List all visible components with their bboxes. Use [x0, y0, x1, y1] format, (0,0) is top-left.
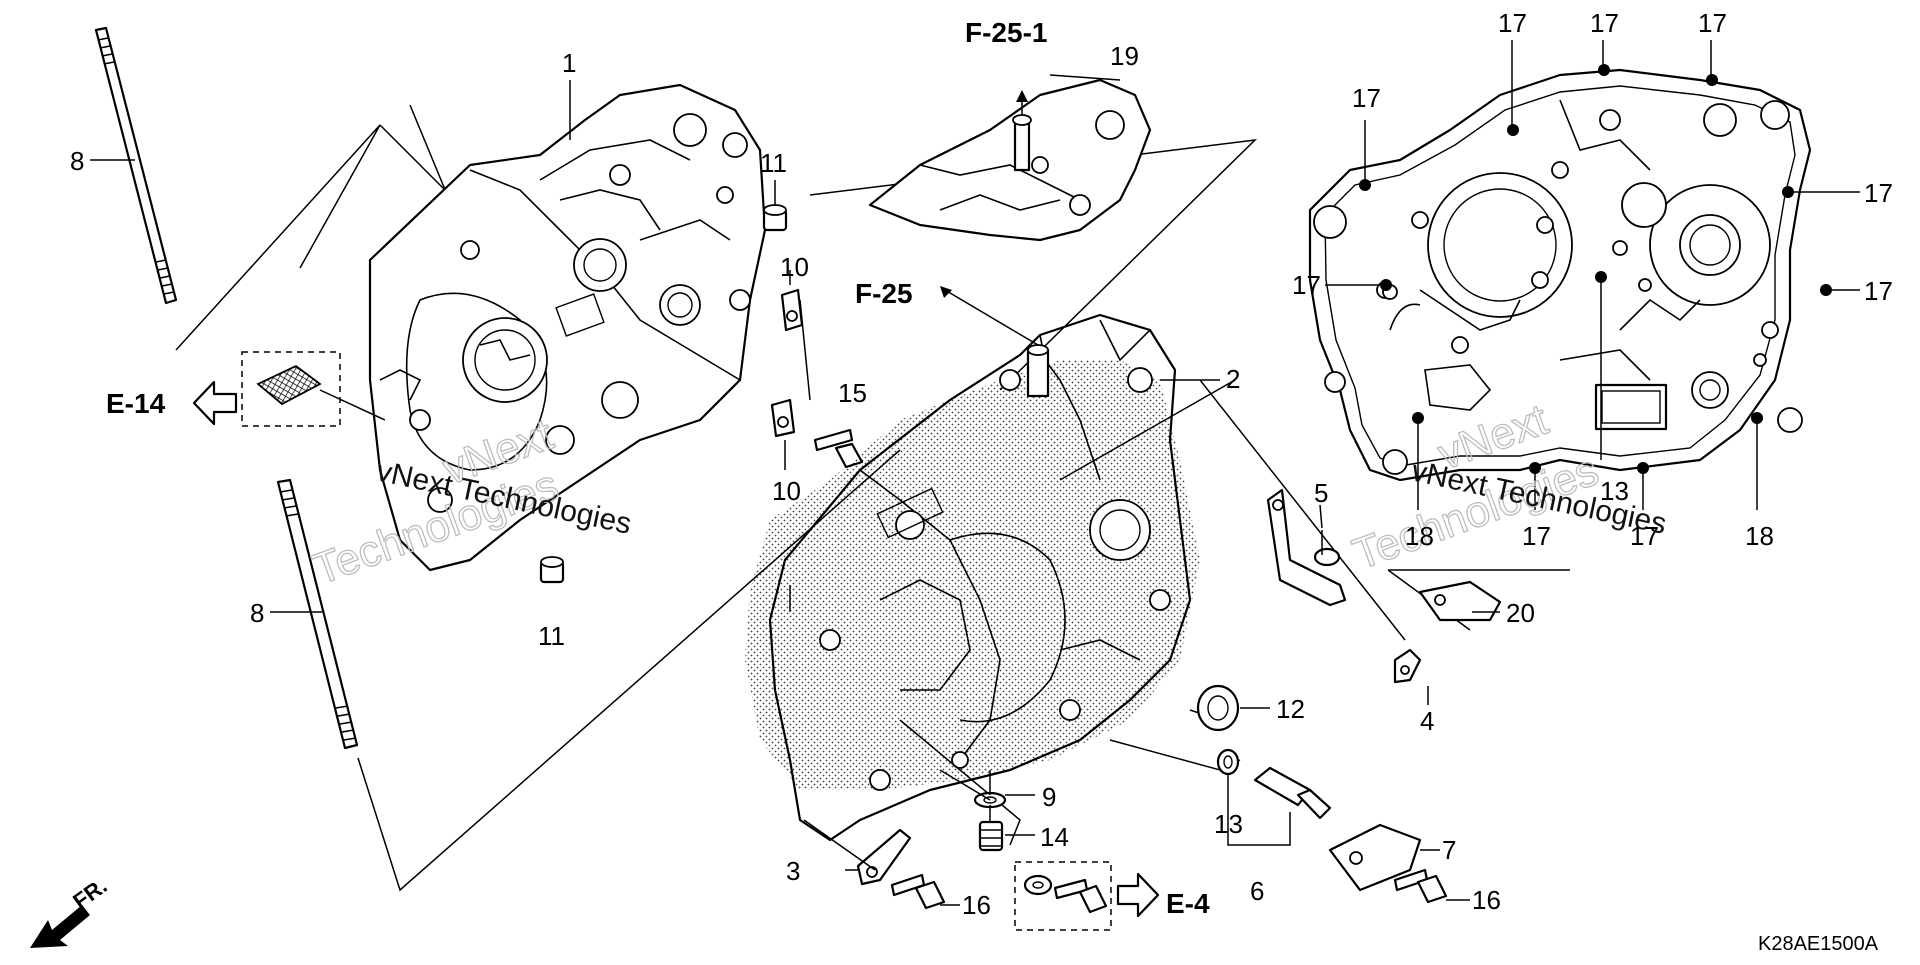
bracket-3 — [856, 828, 912, 886]
shaft-6 — [1253, 766, 1332, 820]
clamp-lower — [770, 398, 796, 438]
ref-e4: E-4 — [1166, 888, 1210, 919]
callout-17-g: 17 — [1292, 270, 1321, 300]
oil-seal-12 — [1196, 684, 1240, 732]
ref-f25-1: F-25-1 — [965, 17, 1047, 48]
callout-17-e: 17 — [1864, 178, 1893, 208]
callout-11-upper: 11 — [760, 148, 787, 178]
left-crankcase — [368, 83, 767, 572]
callout-17-b: 17 — [1498, 8, 1527, 38]
callout-17-d: 17 — [1698, 8, 1727, 38]
breather-nipple — [1026, 344, 1050, 398]
callout-13-inner: 13 — [1600, 476, 1629, 506]
callout-18-b: 18 — [1745, 521, 1774, 551]
callout-19: 19 — [1110, 41, 1139, 71]
callout-6: 6 — [1250, 876, 1264, 906]
breather-inset — [809, 78, 1258, 391]
callout-4: 4 — [1420, 706, 1434, 736]
callouts: 1 2 3 4 5 6 7 8 8 9 10 10 11 11 12 13 13… — [70, 8, 1893, 920]
callout-13-washer: 13 — [1214, 809, 1243, 839]
plate-7 — [1328, 823, 1422, 892]
callout-8-upper: 8 — [70, 146, 84, 176]
callout-16-left: 16 — [962, 890, 991, 920]
drawing-code: K28AE1500A — [1758, 933, 1879, 955]
front-label: FR. — [68, 873, 111, 914]
callout-17-h: 17 — [1522, 521, 1551, 551]
callout-16-right: 16 — [1472, 885, 1501, 915]
callout-8-lower: 8 — [250, 598, 264, 628]
bracket-20 — [1418, 580, 1502, 622]
e4-group — [1014, 861, 1112, 931]
stud-bolt-lower — [276, 478, 359, 750]
callout-10-lower: 10 — [772, 476, 801, 506]
callout-14: 14 — [1040, 822, 1069, 852]
callout-17-i: 17 — [1630, 521, 1659, 551]
clamp-upper — [780, 288, 804, 332]
bolt-16-left — [890, 873, 946, 910]
ref-f25: F-25 — [855, 278, 913, 309]
dowel-pin-lower — [539, 556, 565, 584]
drain-plug-14 — [978, 820, 1004, 852]
callout-11-lower: 11 — [538, 621, 565, 651]
bolt-16-right — [1393, 868, 1448, 904]
callout-10-upper: 10 — [780, 252, 809, 282]
e4-arrow-icon — [1116, 872, 1160, 918]
oil-strainer-screen — [241, 351, 341, 427]
callout-7: 7 — [1442, 835, 1456, 865]
front-arrow-icon — [30, 905, 90, 948]
callout-20: 20 — [1506, 598, 1535, 628]
callout-9: 9 — [1042, 782, 1056, 812]
bracket-5 — [1266, 488, 1347, 607]
callout-15: 15 — [838, 378, 867, 408]
callout-5: 5 — [1314, 478, 1328, 508]
ref-e14: E-14 — [106, 388, 166, 419]
callout-17-a: 17 — [1352, 83, 1381, 113]
dowel-pin-upper — [762, 204, 788, 232]
callout-12: 12 — [1276, 694, 1305, 724]
e14-arrow-icon — [192, 380, 238, 426]
callout-18-a: 18 — [1405, 521, 1434, 551]
washer-13 — [1216, 748, 1240, 776]
callout-3: 3 — [786, 856, 800, 886]
stud-bolt-upper — [94, 26, 178, 305]
callout-17-c: 17 — [1590, 8, 1619, 38]
right-crankcase-stipple — [745, 360, 1200, 790]
callout-2: 2 — [1226, 364, 1240, 394]
clip-4 — [1393, 648, 1422, 684]
callout-1: 1 — [562, 48, 576, 78]
right-crankcase-inner-view — [1308, 64, 1832, 482]
callout-17-f: 17 — [1864, 276, 1893, 306]
right-crankcase — [768, 313, 1192, 842]
